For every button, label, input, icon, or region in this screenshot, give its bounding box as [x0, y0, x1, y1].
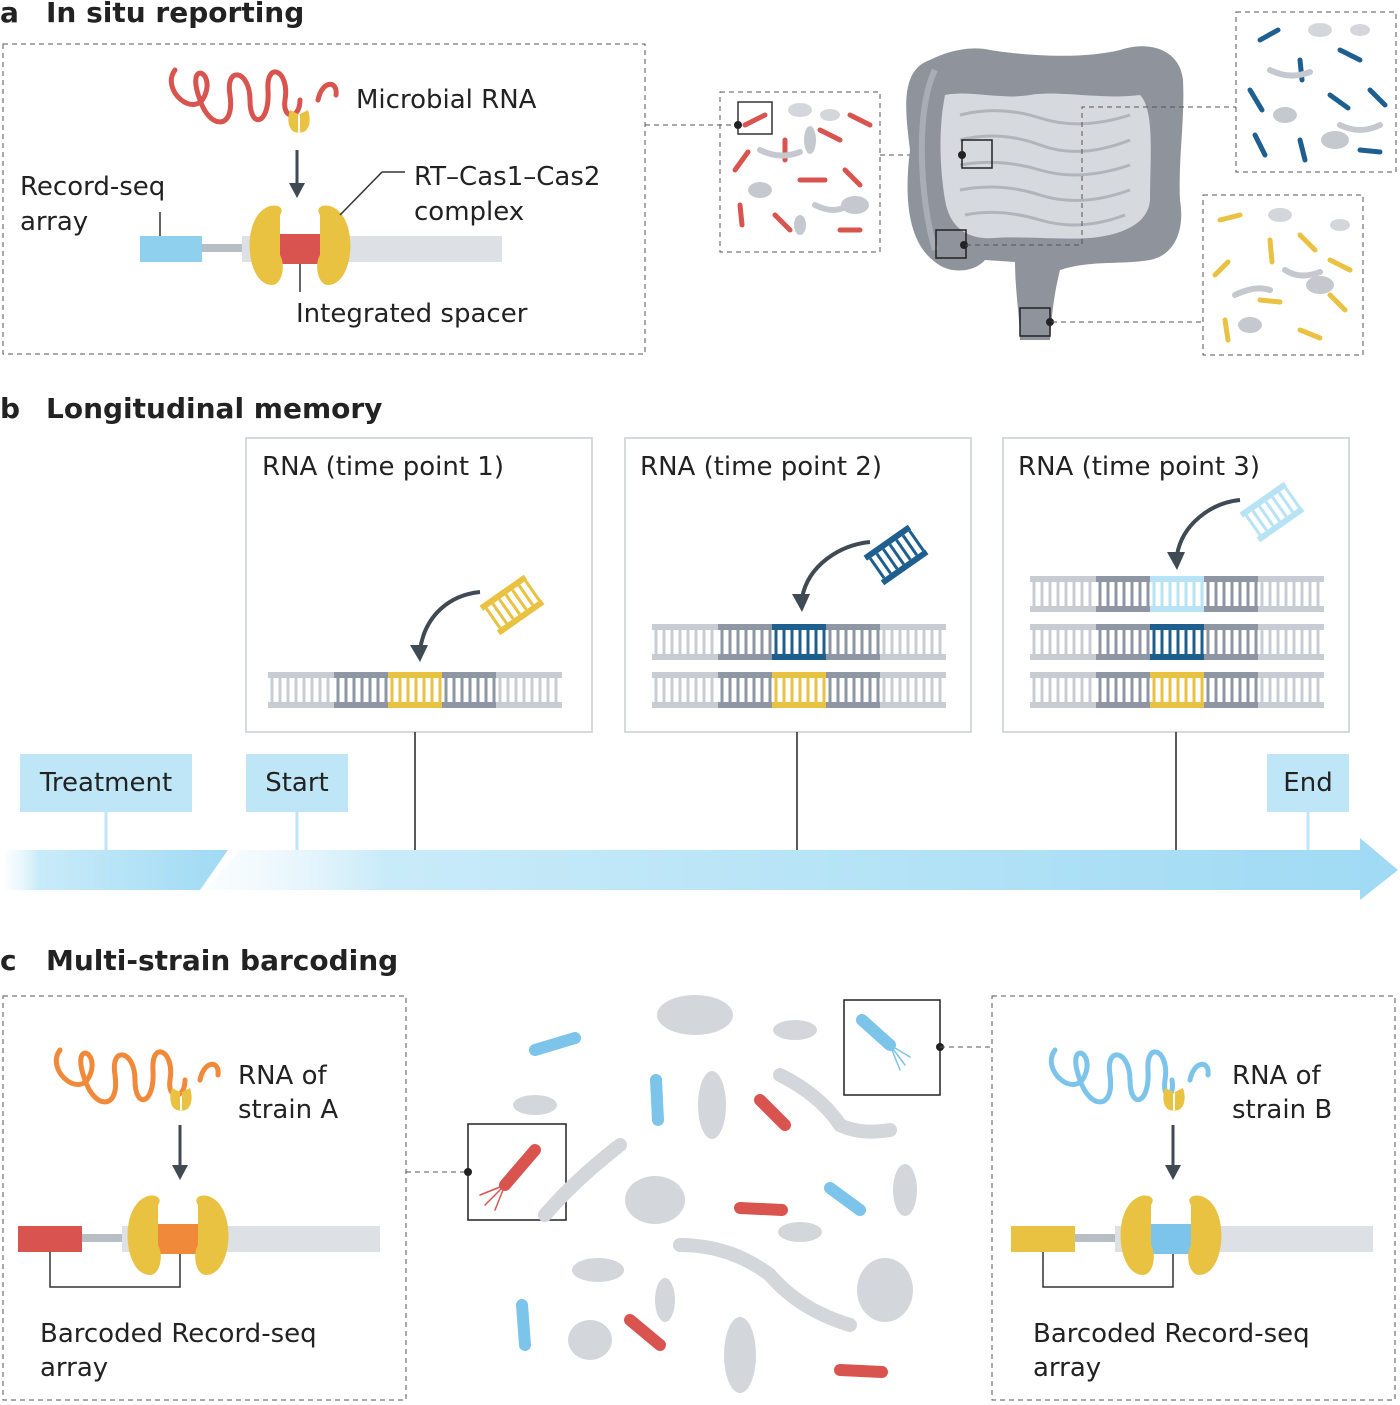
small-cas-b-icon — [1163, 1088, 1185, 1111]
start-tag — [246, 754, 348, 812]
strain-b-label-line2: strain B — [1232, 1095, 1332, 1125]
timepoint-2-box — [624, 437, 972, 733]
insert-arrow-2-icon — [800, 540, 871, 599]
microbe-community-box-blue — [1235, 11, 1397, 173]
timeline-pre-segment — [5, 850, 228, 890]
panel-b: b Longitudinal memory RNA (time point 1)… — [0, 392, 1398, 900]
insert-arrow-3-icon — [1175, 498, 1241, 556]
insert-arrow-1-icon — [418, 590, 481, 651]
incoming-spacer-2-icon — [863, 524, 929, 586]
record-seq-label-line1: Record-seq — [20, 172, 165, 202]
strain-a-label-line1: RNA of — [238, 1061, 327, 1091]
treatment-tag — [20, 754, 192, 812]
strain-b-label-line1: RNA of — [1232, 1061, 1321, 1091]
barcoded-b-label-line2: array — [1033, 1353, 1101, 1383]
timepoint-3-box — [1002, 437, 1350, 733]
dna-array-row — [268, 672, 562, 708]
panel-c-letter: c — [0, 944, 17, 977]
complex-label-line1: RT–Cas1–Cas2 — [414, 162, 600, 192]
panel-c: c Multi-strain barcoding RNA of strain A… — [0, 944, 1396, 1401]
dna-arrays — [268, 481, 1324, 708]
microbial-rna-strand-icon — [168, 67, 303, 125]
timepoint-1-label: RNA (time point 1) — [262, 452, 504, 482]
complex-pointer — [339, 171, 383, 216]
small-cas-a-icon — [170, 1088, 192, 1111]
barcoded-b-label-line1: Barcoded Record-seq — [1033, 1319, 1310, 1349]
microbes-blue-icon — [1247, 23, 1388, 163]
end-tag — [1267, 754, 1349, 812]
barcode-a-block — [18, 1226, 82, 1252]
microbe-community-box-yellow — [1202, 194, 1364, 356]
gut-illustration — [906, 46, 1184, 340]
microbe-community-box-red — [719, 91, 881, 253]
timepoint-3-label: RNA (time point 3) — [1018, 452, 1260, 482]
strain-b-box — [991, 995, 1396, 1401]
end-label: End — [1283, 768, 1332, 798]
record-seq-label-line2: array — [20, 207, 88, 237]
treatment-label: Treatment — [39, 768, 172, 798]
cas1-left-icon — [249, 205, 283, 285]
cas1-right-icon — [317, 205, 351, 285]
array-linker — [202, 244, 242, 252]
dna-array-row — [1030, 576, 1324, 612]
panel-b-letter: b — [0, 392, 20, 425]
microbial-rna-tail-icon — [315, 81, 339, 103]
incoming-spacer-1-icon — [479, 574, 545, 636]
spacer-a-block — [152, 1224, 204, 1254]
timeline-arrow — [205, 838, 1398, 900]
strain-a-box — [2, 995, 407, 1401]
strain-a-label-line2: strain A — [238, 1095, 338, 1125]
dna-array-row — [652, 624, 946, 660]
dna-array-row — [1030, 672, 1324, 708]
integrated-spacer-block — [274, 234, 326, 264]
integrated-spacer-label: Integrated spacer — [296, 299, 528, 329]
microbes-yellow-icon — [1212, 208, 1353, 343]
microbial-rna-label: Microbial RNA — [356, 85, 537, 115]
start-label: Start — [265, 768, 329, 798]
small-cas-complex-icon — [288, 110, 310, 133]
panel-a-title: In situ reporting — [46, 0, 304, 29]
panel-a: a In situ reporting Microbial RNA Record… — [0, 0, 1397, 356]
panel-c-title: Multi-strain barcoding — [46, 944, 398, 977]
rna-strain-b-icon — [1048, 1047, 1175, 1105]
microbes-red-icon — [732, 103, 873, 235]
complex-label-line2: complex — [414, 197, 524, 227]
panel-b-title: Longitudinal memory — [46, 392, 382, 425]
timepoint-2-label: RNA (time point 2) — [640, 452, 882, 482]
spacer-b-block — [1145, 1224, 1197, 1254]
panel-a-letter: a — [0, 0, 19, 29]
record-seq-array-block — [140, 236, 202, 262]
incoming-spacer-3-icon — [1239, 481, 1305, 543]
dna-array-row — [652, 672, 946, 708]
panel-a-box — [2, 43, 646, 355]
barcoded-a-label-line2: array — [40, 1353, 108, 1383]
mixed-community-icon — [464, 995, 944, 1393]
barcode-b-block — [1011, 1226, 1075, 1252]
dna-array-row — [1030, 624, 1324, 660]
rna-strain-a-icon — [53, 1047, 188, 1105]
barcoded-a-label-line1: Barcoded Record-seq — [40, 1319, 317, 1349]
arrowhead-icon — [289, 183, 305, 198]
